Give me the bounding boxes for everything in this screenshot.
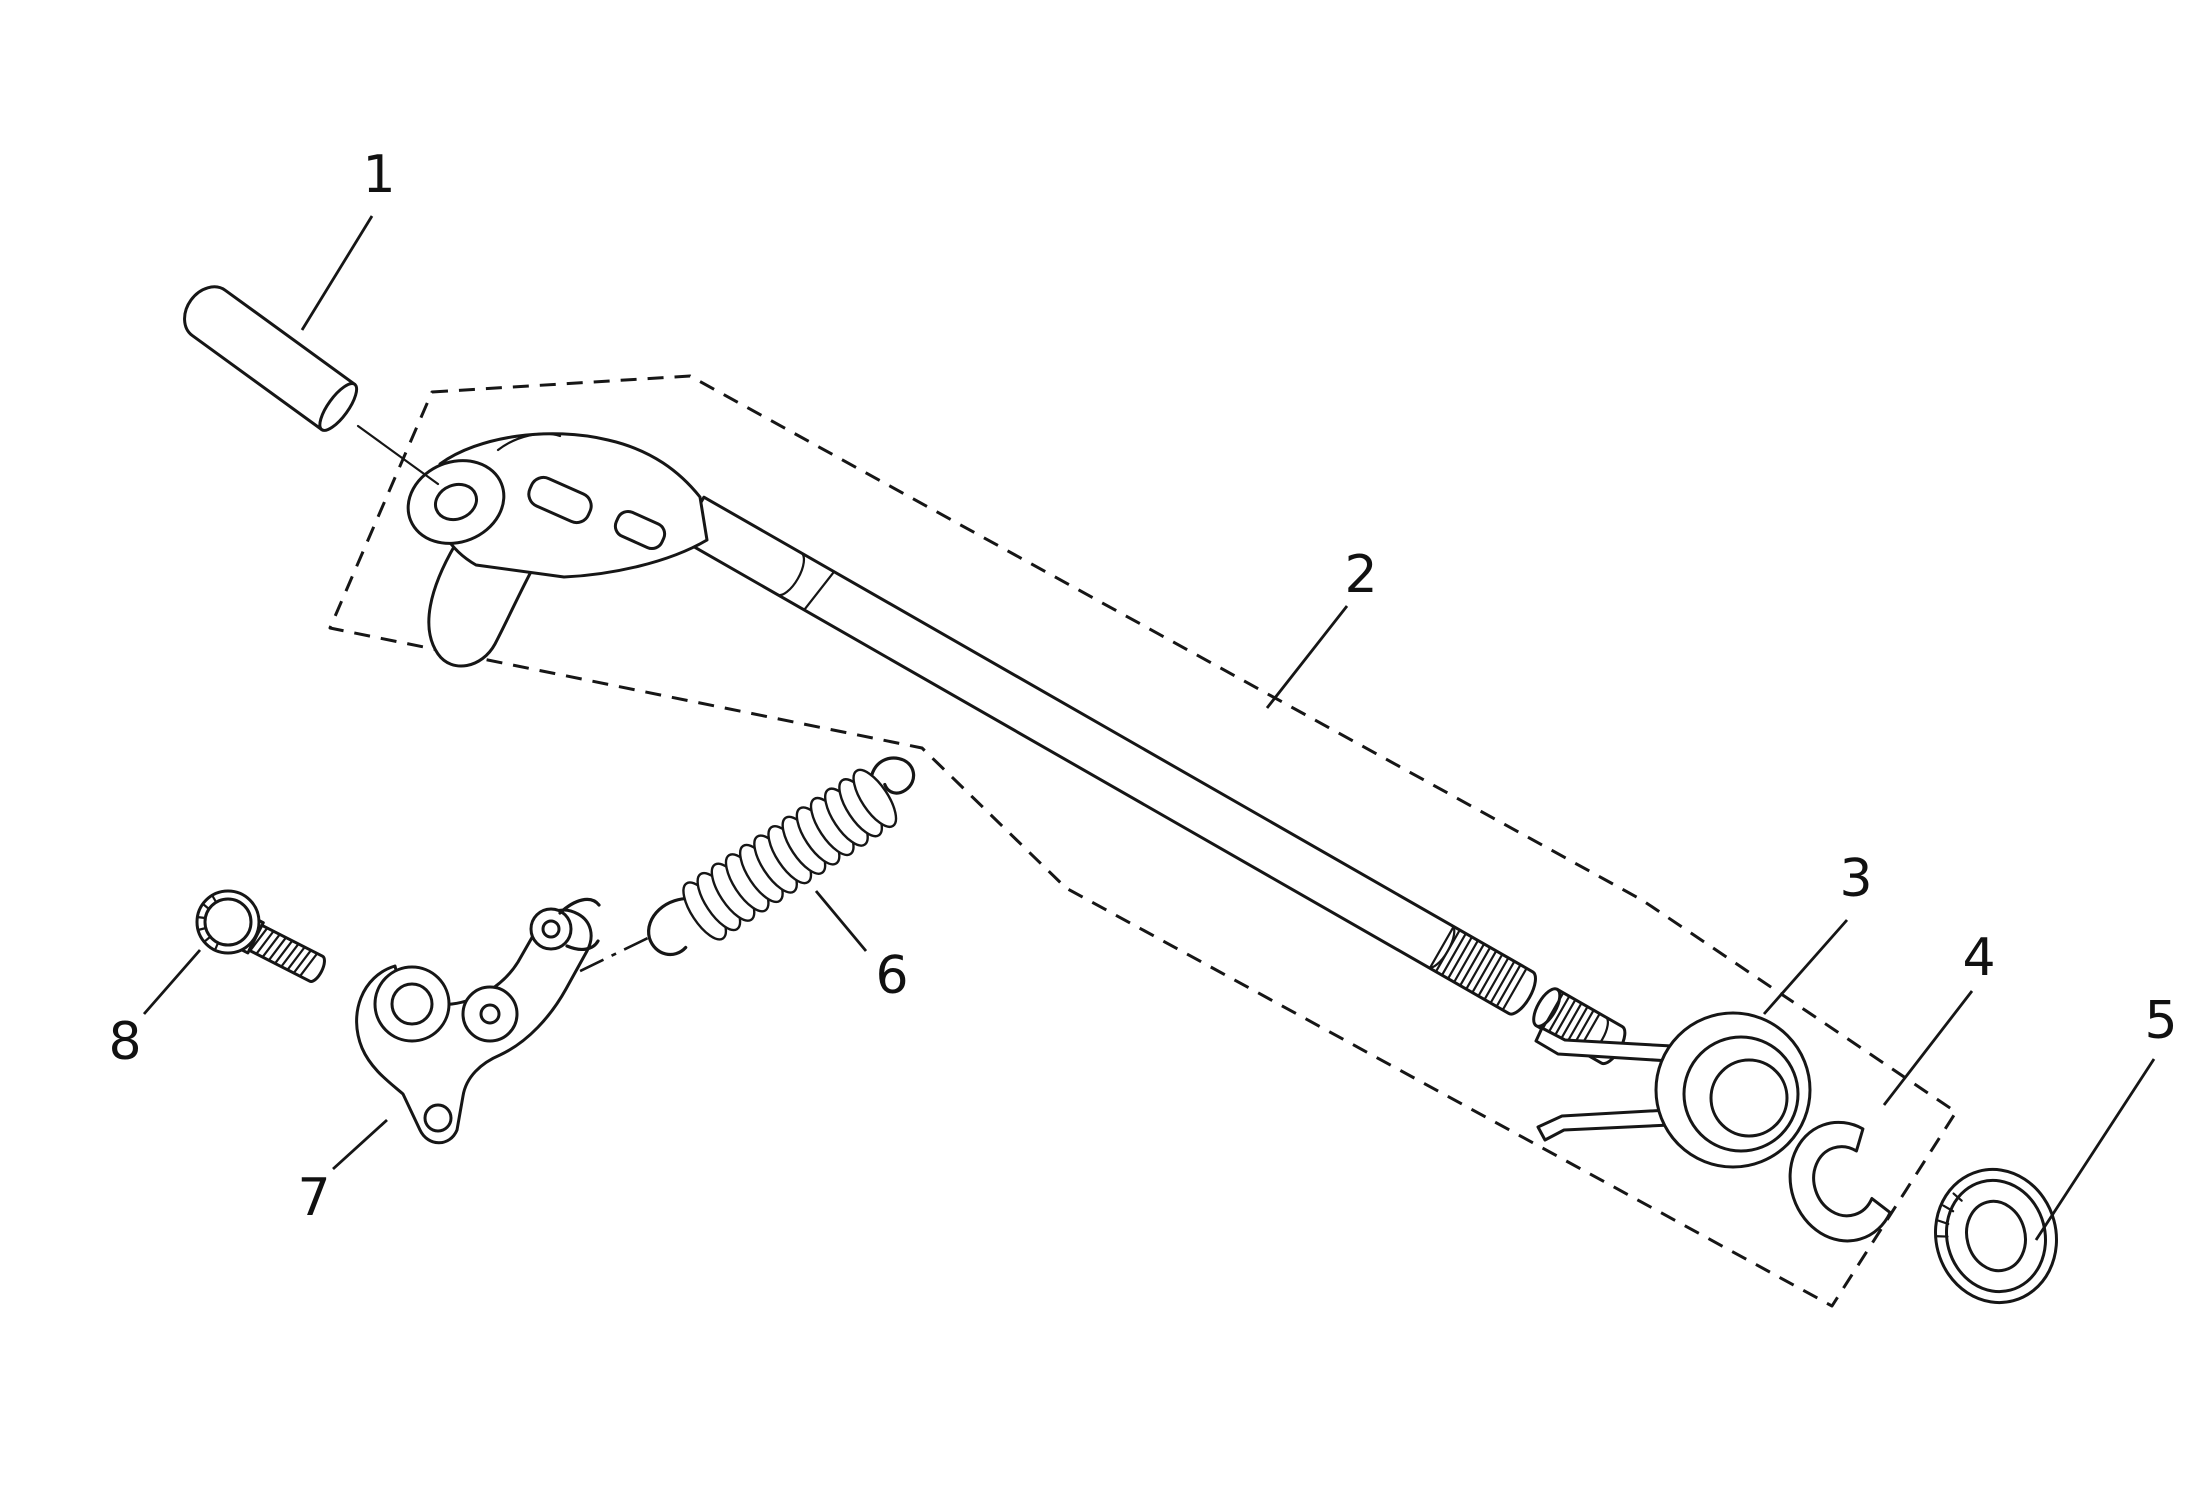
leader-part-1	[300, 215, 374, 331]
extension-spring	[647, 756, 916, 957]
arm-prong-upper	[558, 897, 601, 915]
shaft-tube	[678, 495, 1537, 1016]
leader-part-2	[1265, 605, 1349, 709]
e-clip	[1788, 1120, 1892, 1243]
pin-insertion-line	[356, 424, 440, 486]
bolt	[195, 889, 326, 983]
part-label-7: 7	[297, 1168, 330, 1228]
lever-slot-1	[527, 475, 593, 525]
seal-bore	[1965, 1199, 2027, 1273]
part-label-5: 5	[2144, 991, 2177, 1051]
oil-seal	[1934, 1167, 2058, 1305]
bolt-head-inner	[203, 897, 253, 947]
arm-tip-hole	[423, 1103, 453, 1133]
leader-part-8	[142, 949, 202, 1015]
leader-part-5	[2034, 1058, 2156, 1241]
e-clip-ring	[1788, 1120, 1892, 1243]
lever-lower-arm	[427, 538, 535, 668]
spacer-hatch	[1541, 991, 1601, 1052]
part-label-4: 4	[1962, 928, 1995, 988]
bolt-thread-lines	[248, 926, 319, 978]
arm-boss-hole	[390, 982, 434, 1026]
spring-coil	[852, 768, 898, 829]
arm-fork-eye-hole	[541, 919, 561, 939]
part-label-6: 6	[875, 946, 908, 1006]
arm-prong-lower	[565, 939, 600, 952]
part-label-8: 8	[108, 1012, 141, 1072]
shift-lever-head	[406, 432, 709, 668]
lever-slot-2	[613, 509, 667, 551]
torsion-spring	[1534, 1011, 1812, 1169]
seal-hatch	[1935, 1192, 1963, 1238]
pin-end-face	[318, 382, 359, 432]
spring-coil-inner	[1709, 1058, 1789, 1138]
spline-hatch	[1428, 925, 1528, 1012]
part-label-2: 2	[1344, 545, 1377, 605]
arm-roller-pin	[479, 1003, 501, 1025]
pin	[183, 285, 440, 486]
lever-boss-hole	[434, 482, 478, 522]
leader-part-4	[1882, 990, 1974, 1106]
lever-ear-line	[496, 432, 562, 452]
leader-part-3	[1762, 919, 1849, 1015]
shaft-section-arc	[776, 551, 806, 597]
spring-hook-upper	[869, 756, 916, 795]
shaft-joint-line	[803, 570, 836, 611]
part-label-3: 3	[1839, 849, 1872, 909]
bolt-head-knurl	[195, 893, 220, 952]
leader-part-6	[814, 890, 868, 952]
leader-part-7	[332, 1118, 388, 1171]
spacer-end-face	[1532, 987, 1562, 1028]
spring-hook-lower	[647, 897, 696, 957]
pin-body	[183, 285, 357, 432]
part-label-1: 1	[362, 145, 395, 205]
spring-leg-lower	[1536, 1108, 1672, 1142]
dashed-assembly-outline	[328, 374, 1958, 1308]
shift-arm	[355, 897, 601, 1145]
shift-shaft	[678, 495, 1627, 1066]
